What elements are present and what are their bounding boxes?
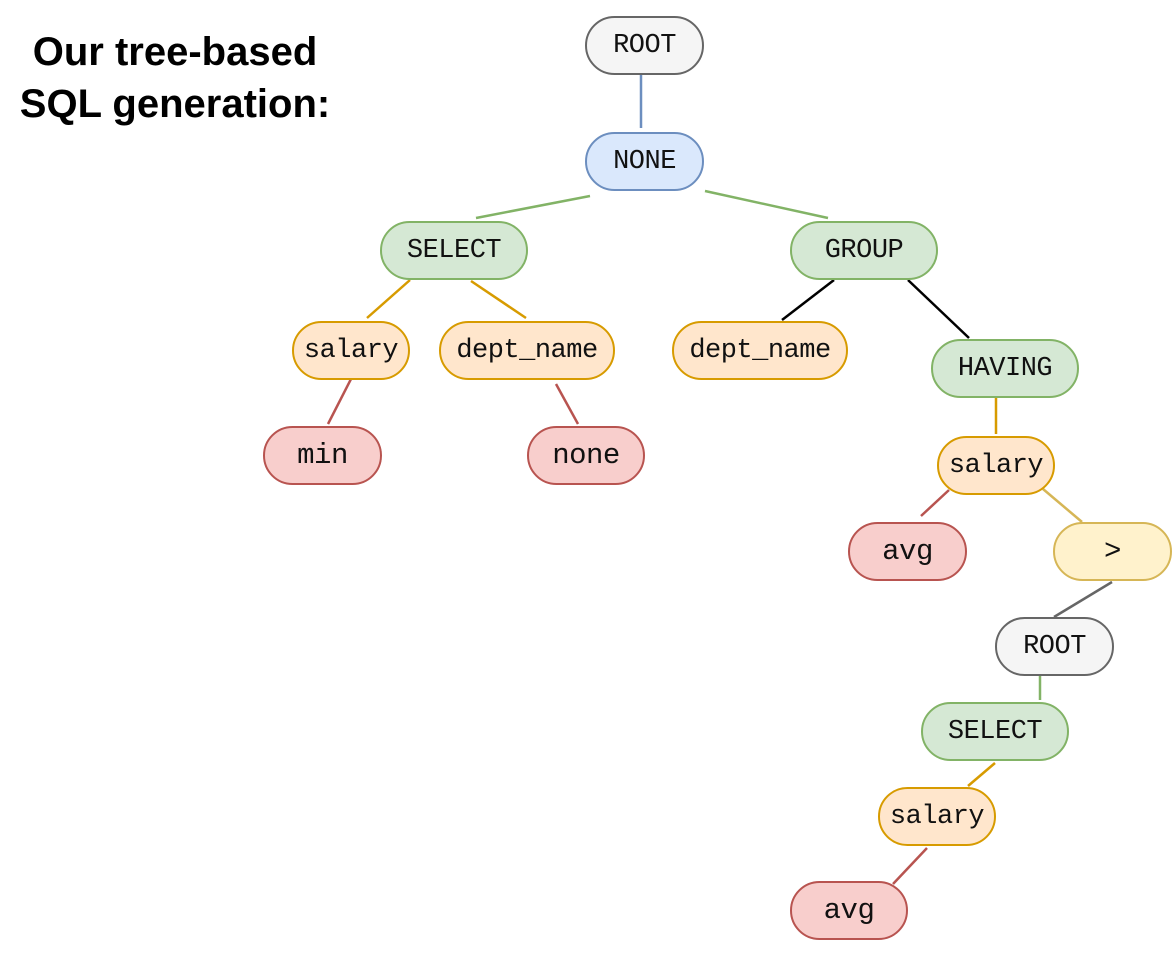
edge-salary-avg <box>920 489 950 517</box>
edge-group-having <box>907 279 970 339</box>
salary-node: salary <box>292 321 410 380</box>
none-node: NONE <box>585 132 704 191</box>
edge-salary-min <box>326 378 353 425</box>
edge-none-select <box>475 194 591 220</box>
greater-than-node: > <box>1053 522 1172 581</box>
edge-salary-gt <box>1042 488 1083 523</box>
salary-node: salary <box>937 436 1055 495</box>
edge-select-salary-sub <box>967 762 996 787</box>
title-line-1: Our tree-based <box>32 30 318 74</box>
edge-select-salary <box>366 279 411 319</box>
edge-deptname-none <box>554 383 580 425</box>
edge-group-deptname <box>781 279 835 321</box>
root-node: ROOT <box>585 16 704 75</box>
having-node: HAVING <box>931 339 1079 398</box>
salary-node: salary <box>878 787 996 846</box>
select-node: SELECT <box>921 702 1069 761</box>
edge-salary-avg-sub <box>892 847 928 885</box>
none-leaf-node: none <box>527 426 645 485</box>
avg-node: avg <box>790 881 908 940</box>
edge-select-deptname <box>470 279 527 320</box>
dept-name-node: dept_name <box>439 321 615 380</box>
diagram-title: Our tree-based SQL generation: <box>0 26 350 130</box>
edge-gt-root <box>1053 580 1113 619</box>
avg-node: avg <box>848 522 967 581</box>
dept-name-node: dept_name <box>672 321 848 380</box>
root-node: ROOT <box>995 617 1114 676</box>
select-node: SELECT <box>380 221 528 280</box>
edge-none-group <box>704 189 829 220</box>
title-line-2: SQL generation: <box>19 82 331 126</box>
group-node: GROUP <box>790 221 938 280</box>
min-node: min <box>263 426 382 485</box>
